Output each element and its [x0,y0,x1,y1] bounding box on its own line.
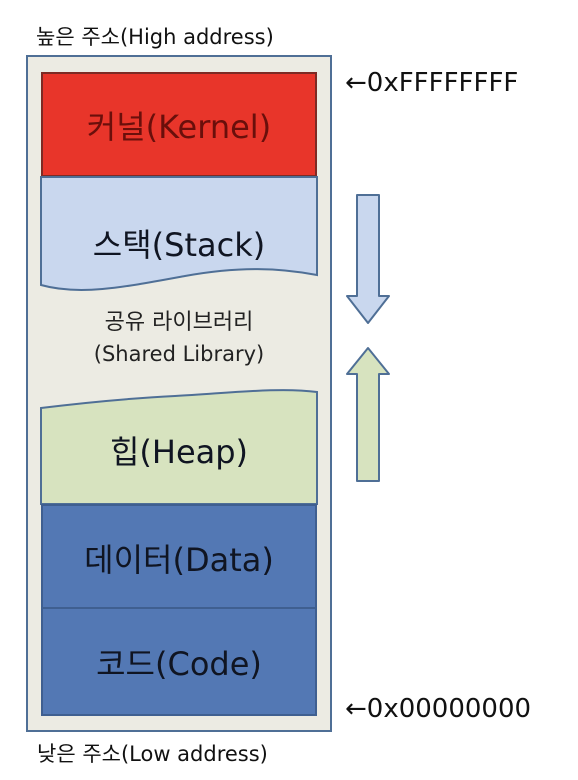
code-segment: 코드(Code) [41,607,317,716]
heap-segment [40,389,318,505]
data-segment: 데이터(Data) [41,504,317,609]
shared-library-label-english: (Shared Library) [93,342,265,366]
high-address-caption: 높은 주소(High address) [36,25,274,49]
high-address-value: ←0xFFFFFFFF [345,68,519,98]
kernel-label: 커널(Kernel) [86,107,272,146]
low-address-caption: 낮은 주소(Low address) [37,742,268,766]
stack-segment [40,176,318,291]
heap-grows-up-arrow [346,347,390,482]
code-label: 코드(Code) [96,644,262,683]
shared-library-label-korean: 공유 라이브러리 [104,310,254,335]
stack-grows-down-arrow [346,194,390,324]
heap-label: 힙(Heap) [109,433,249,471]
low-address-value: ←0x00000000 [345,694,532,724]
stack-label: 스택(Stack) [92,226,266,264]
data-label: 데이터(Data) [84,540,274,579]
